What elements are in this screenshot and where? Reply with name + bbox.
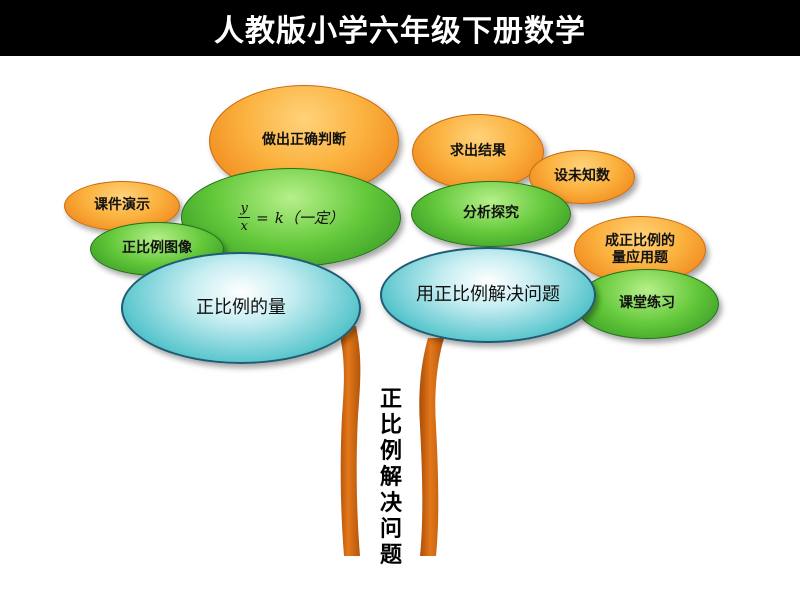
- center-title-char: 解: [379, 465, 402, 490]
- right-trunk: [419, 338, 444, 556]
- right-main-node: 用正比例解决问题: [380, 247, 596, 343]
- judge-label: 做出正确判断: [262, 132, 346, 149]
- left-main-label: 正比例的量: [196, 296, 286, 318]
- center-title-char: 正: [379, 387, 402, 412]
- formula-equals: =: [256, 208, 269, 227]
- right-main-label: 用正比例解决问题: [416, 283, 560, 305]
- formula-rhs: k（一定）: [274, 209, 344, 227]
- center-vertical-title: 正 比 例 解 决 问 题: [371, 387, 411, 569]
- formula-denominator: x: [240, 219, 248, 234]
- proportion-formula: y x = k（一定）: [238, 202, 344, 233]
- analysis-node: 分析探究: [411, 181, 571, 247]
- title-bar: 人教版小学六年级下册数学: [0, 0, 800, 56]
- center-title-char: 比: [379, 413, 402, 438]
- slide-title: 人教版小学六年级下册数学: [214, 14, 586, 49]
- formula-numerator: y: [240, 201, 248, 216]
- application-line-2: 量应用题: [612, 250, 668, 266]
- graph-label: 正比例图像: [122, 240, 192, 257]
- practice-node: 课堂练习: [575, 269, 719, 339]
- tree-trunks: [338, 326, 444, 556]
- center-title-char: 问: [379, 517, 402, 542]
- left-main-node: 正比例的量: [121, 252, 361, 364]
- left-trunk: [338, 326, 361, 556]
- result-label: 求出结果: [450, 143, 506, 160]
- center-title-char: 决: [379, 491, 402, 516]
- formula-fraction: y x: [238, 201, 251, 234]
- courseware-label: 课件演示: [94, 197, 150, 214]
- application-label: 成正比例的 量应用题: [605, 233, 675, 268]
- center-title-char: 例: [379, 439, 402, 464]
- center-title-char: 题: [379, 543, 402, 568]
- analysis-label: 分析探究: [463, 205, 519, 222]
- unknown-label: 设未知数: [554, 168, 610, 185]
- diagram-canvas: 做出正确判断 课件演示 y x = k（一定） 正比例图像 正比例的量 求出结果: [0, 56, 800, 600]
- result-node: 求出结果: [412, 114, 544, 190]
- practice-label: 课堂练习: [619, 295, 675, 312]
- application-line-1: 成正比例的: [605, 232, 675, 249]
